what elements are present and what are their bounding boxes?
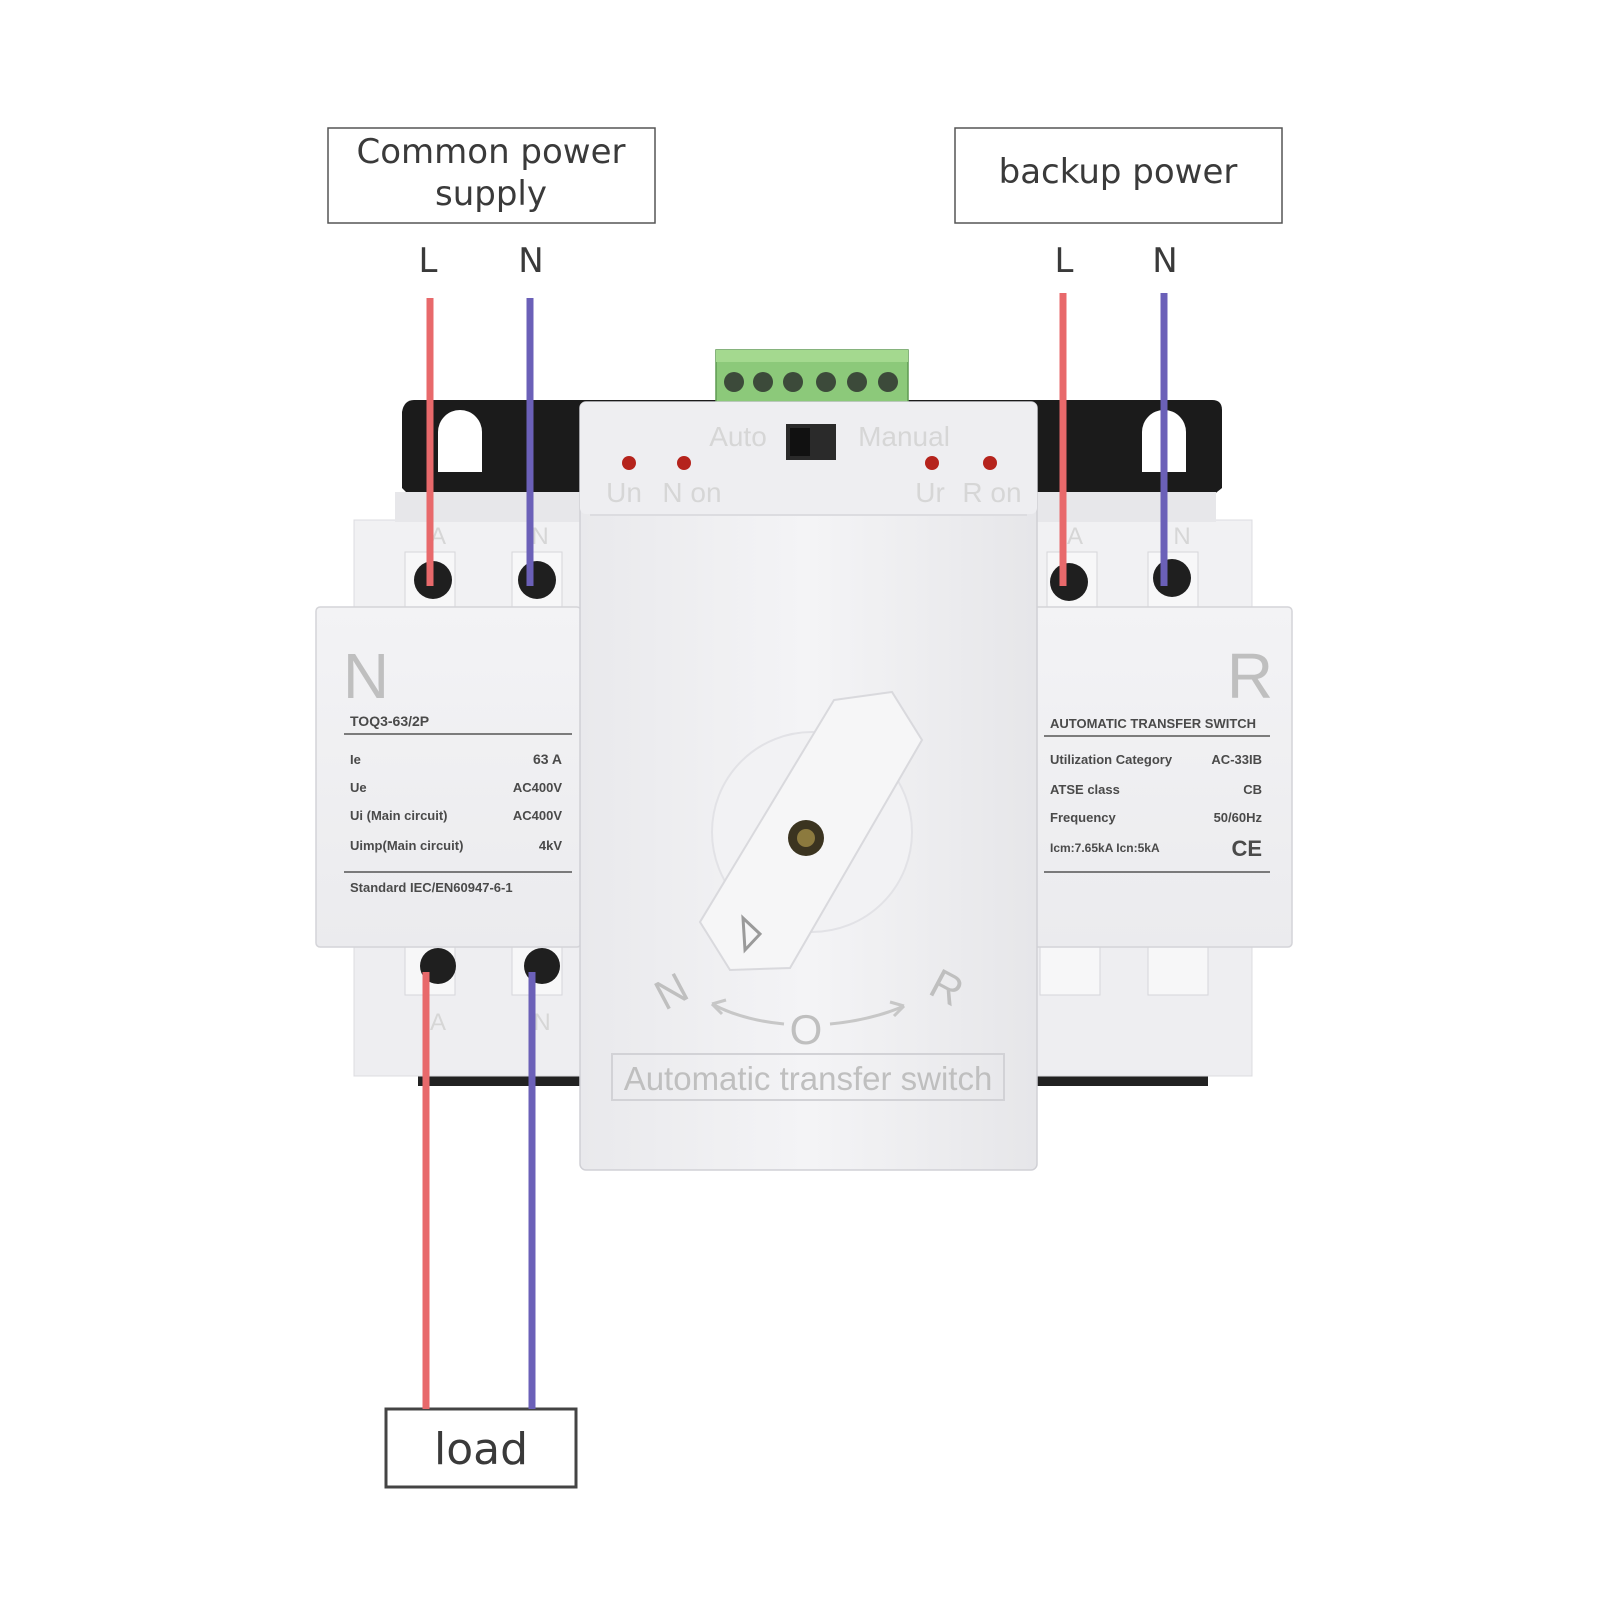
control-terminal-block (715, 349, 909, 403)
spec-key-atse: ATSE class (1050, 782, 1120, 797)
spec-key-utilization: Utilization Category (1050, 752, 1173, 767)
backup-power-box: backup power (954, 127, 1283, 224)
manual-label: Manual (858, 421, 950, 452)
spec-key-ue: Ue (350, 780, 367, 795)
left-bottom-neutral-mark: N (533, 1009, 550, 1036)
spec-value-ue: AC400V (513, 780, 562, 795)
auto-manual-switch[interactable] (786, 424, 836, 460)
right-breaker-module: R AUTOMATIC TRANSFER SWITCH Utilization … (1029, 606, 1293, 948)
common-power-supply-box: Common power supply (327, 127, 656, 224)
right-module-letter: R (1227, 640, 1273, 712)
left-module-model: TOQ3-63/2P (350, 713, 429, 729)
dial-arrow-left-icon (711, 1002, 785, 1026)
r-on-indicator-label: R on (962, 477, 1021, 508)
left-wire-n-label: N (518, 241, 543, 281)
backup-power-label: backup power (999, 152, 1238, 192)
ce-mark: CE (1231, 836, 1262, 861)
r-on-indicator-led (983, 456, 997, 470)
ur-indicator-led (925, 456, 939, 470)
spec-value-ie: 63 A (533, 751, 562, 767)
dial-arrow-right-icon (829, 1004, 905, 1026)
right-top-neutral-mark: N (1173, 523, 1190, 550)
spec-key-ie: Ie (350, 752, 361, 767)
n-on-indicator-label: N on (662, 477, 721, 508)
wires (422, 293, 1168, 1409)
spec-value-utilization: AC-33IB (1211, 752, 1262, 767)
left-top-neutral-mark: N (531, 523, 548, 550)
ur-indicator-label: Ur (915, 477, 945, 508)
right-module-title: AUTOMATIC TRANSFER SWITCH (1050, 716, 1256, 731)
spec-key-frequency: Frequency (1050, 810, 1117, 825)
handle-arrow-icon (741, 914, 763, 954)
right-wire-n-label: N (1152, 241, 1177, 281)
left-bottom-line-mark: A (430, 1009, 446, 1036)
spec-key-icm: Icm:7.65kA Icn:5kA (1050, 841, 1160, 855)
left-module-letter: N (343, 640, 389, 712)
right-wire-l-label: L (1055, 241, 1074, 281)
auto-label: Auto (709, 421, 767, 452)
common-power-supply-label-line1: Common power (356, 132, 625, 172)
common-power-supply-label-line2: supply (435, 174, 547, 214)
un-indicator-label: Un (606, 477, 642, 508)
spec-value-frequency: 50/60Hz (1214, 810, 1263, 825)
transfer-switch-device: A N A N A N N TOQ3-63/2P Ie 63 A Ue AC40… (315, 349, 1293, 1171)
front-caption: Automatic transfer switch (624, 1060, 993, 1097)
right-top-line-mark: A (1067, 523, 1083, 550)
left-module-standard: Standard IEC/EN60947-6-1 (350, 880, 513, 895)
left-breaker-module: N TOQ3-63/2P Ie 63 A Ue AC400V Ui (Main … (315, 606, 582, 948)
un-indicator-led (622, 456, 636, 470)
rotary-handle[interactable] (698, 690, 924, 972)
left-top-line-mark: A (430, 523, 446, 550)
n-on-indicator-led (677, 456, 691, 470)
spec-key-ui: Ui (Main circuit) (350, 808, 448, 823)
left-wire-l-label: L (419, 241, 438, 281)
spec-value-ui: AC400V (513, 808, 562, 823)
spec-value-uimp: 4kV (539, 838, 562, 853)
center-control-panel: Auto Manual Un N on Ur R on (579, 401, 1038, 1171)
spec-value-atse: CB (1243, 782, 1262, 797)
dial-position-o: O (790, 1006, 823, 1053)
load-label: load (434, 1424, 528, 1475)
spec-key-uimp: Uimp(Main circuit) (350, 838, 463, 853)
load-box: load (384, 1407, 578, 1489)
